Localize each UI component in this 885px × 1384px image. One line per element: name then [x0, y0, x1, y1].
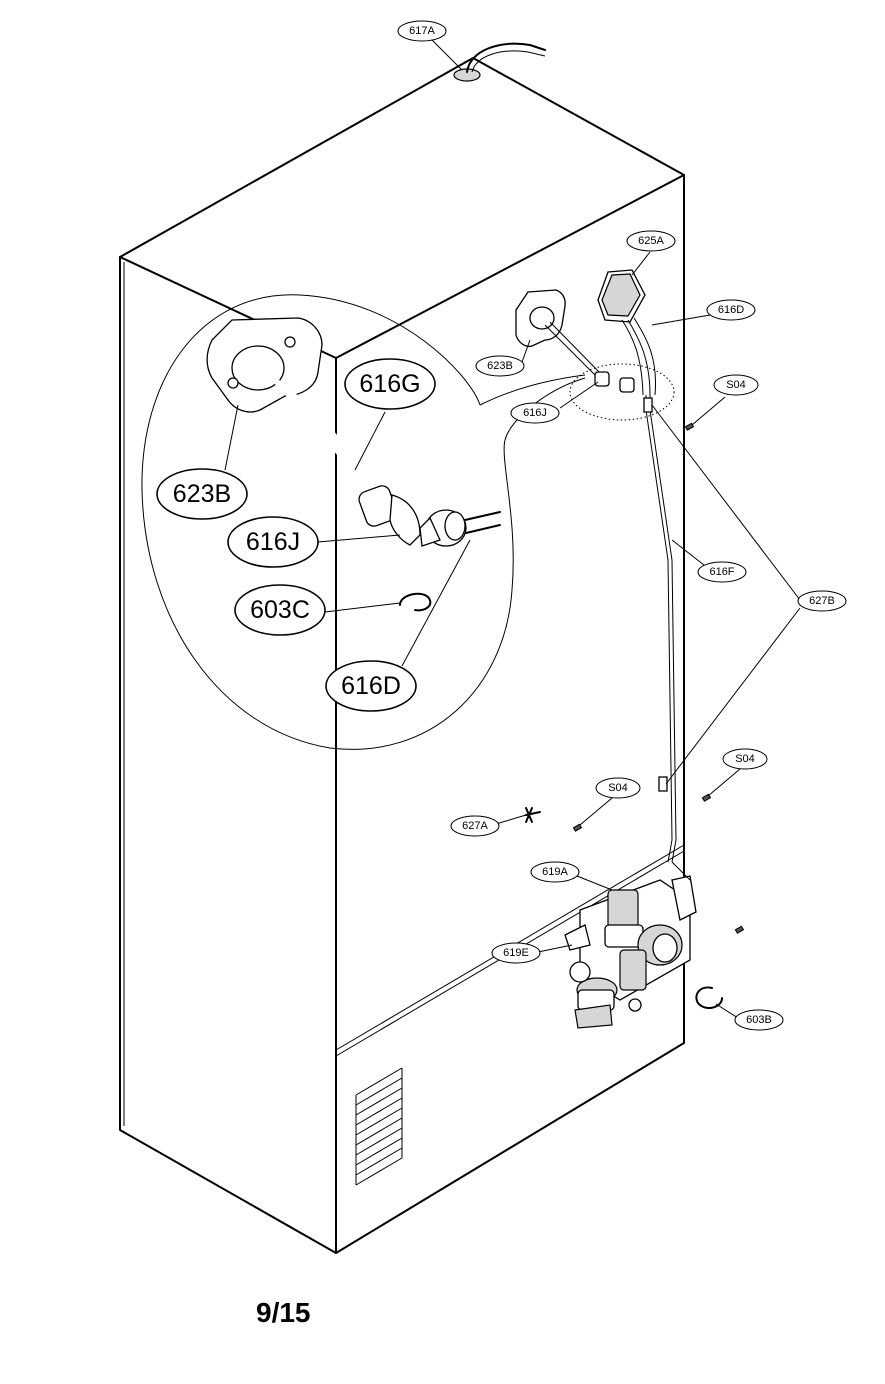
water-tube-616F [643, 395, 677, 863]
svg-text:S04: S04 [726, 379, 746, 391]
label-S04-a: S04 [713, 374, 759, 396]
vent-grille [355, 1067, 403, 1186]
label-617A: 617A [397, 20, 447, 42]
callout-623B: 623B [156, 468, 248, 520]
svg-text:619A: 619A [542, 866, 568, 878]
callout-616J: 616J [227, 516, 319, 568]
clip-627A [525, 807, 541, 823]
svg-text:S04: S04 [735, 753, 755, 765]
svg-text:616J: 616J [523, 407, 547, 419]
svg-text:627B: 627B [809, 595, 835, 607]
callout-616G: 616G [344, 358, 436, 410]
label-619A: 619A [530, 861, 580, 883]
label-S04-b: S04 [722, 748, 768, 770]
elbow-616J [594, 371, 635, 393]
label-627B: 627B [797, 590, 847, 612]
leader-lines [224, 39, 801, 1019]
water-valve-assembly [564, 861, 697, 1029]
svg-text:623B: 623B [173, 480, 231, 508]
heater-block-625A [597, 269, 657, 396]
svg-text:623B: 623B [487, 360, 513, 372]
callout-616D: 616D [325, 660, 417, 712]
label-616J: 616J [510, 402, 560, 424]
label-625A: 625A [626, 230, 676, 252]
label-619E: 619E [491, 942, 541, 964]
svg-text:627A: 627A [462, 820, 488, 832]
label-616D: 616D [706, 299, 756, 321]
detail-magnified-view [141, 294, 675, 750]
svg-text:616D: 616D [718, 304, 744, 316]
label-627A: 627A [450, 815, 500, 837]
svg-text:S04: S04 [608, 782, 628, 794]
screw-bottom [734, 925, 745, 934]
page-number: 9/15 [256, 1297, 311, 1328]
evaporator-plate-623B-detail [206, 317, 323, 413]
label-623B: 623B [475, 355, 525, 377]
label-616F: 616F [697, 561, 747, 583]
screw-S04c [572, 823, 583, 832]
svg-text:617A: 617A [409, 25, 435, 37]
svg-text:603B: 603B [746, 1014, 772, 1026]
svg-text:616D: 616D [341, 672, 401, 700]
elbow-616J-detail [358, 485, 501, 547]
evaporator-plate-623B [515, 289, 604, 381]
inlet-tube-617A [453, 42, 546, 82]
svg-text:619E: 619E [503, 947, 529, 959]
callout-603C: 603C [234, 584, 326, 636]
svg-text:616F: 616F [709, 566, 734, 578]
clip-603C-detail [399, 592, 432, 612]
label-S04-c: S04 [595, 777, 641, 799]
svg-text:603C: 603C [250, 596, 310, 624]
label-603B: 603B [734, 1009, 784, 1031]
svg-text:616J: 616J [246, 528, 300, 556]
svg-text:625A: 625A [638, 235, 664, 247]
svg-text:616G: 616G [359, 370, 420, 398]
